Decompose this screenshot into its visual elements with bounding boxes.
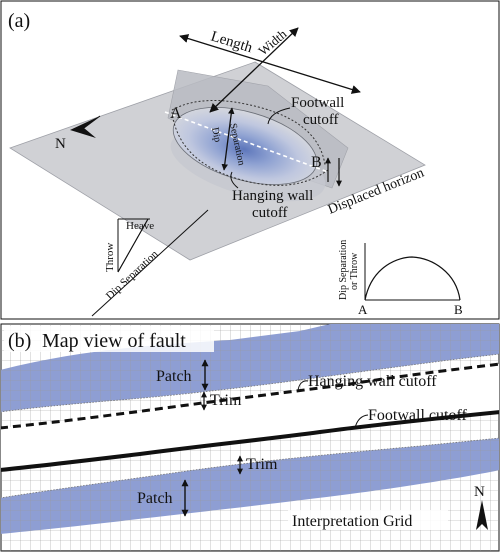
section-line-a-b <box>164 111 329 173</box>
hanging-wall-leader <box>230 171 239 189</box>
panel-b: (b) Map view of fault Patch Trim Hanging… <box>0 323 500 552</box>
north-arrow-3d-icon <box>70 115 101 138</box>
north-label-b: N <box>474 484 485 500</box>
hanging-wall-cutoff-label-1: Hanging wall <box>232 188 313 204</box>
grid-label-background <box>288 510 448 530</box>
width-arrow <box>209 27 299 113</box>
plot-ylabel-2: or Throw <box>349 252 360 290</box>
panel-a-label: (a) <box>8 10 30 32</box>
title-background <box>4 326 214 352</box>
hanging-wall-cutoff-line <box>171 111 329 186</box>
patch-top-label: Patch <box>156 368 192 385</box>
panel-b-title: Map view of fault <box>42 330 186 352</box>
patch-bottom-label: Patch <box>137 490 173 507</box>
profile-curve <box>364 256 461 301</box>
patch-bottom-edge <box>1 437 499 499</box>
hanging-wall-cutoff-line-map <box>1 362 499 430</box>
patch-top-edge <box>1 353 499 413</box>
north-arrow-map-icon <box>476 500 488 530</box>
point-a-label: A <box>170 105 182 122</box>
footwall-cutoff-label-2: cutoff <box>303 112 339 128</box>
separation-profile-plot <box>364 243 461 301</box>
plot-b-label: B <box>454 302 463 317</box>
panel-b-label: (b) <box>8 330 31 352</box>
footwall-label-leader <box>354 414 369 429</box>
trim-bottom-label: Trim <box>246 456 278 473</box>
footwall-cutoff-label-1: Footwall <box>291 95 344 111</box>
fault-gap <box>1 364 499 470</box>
north-label-a: N <box>55 136 66 152</box>
footwall-cutoff-line-map <box>1 410 499 472</box>
dip-label: Dip <box>209 126 223 143</box>
separation-triangle <box>91 209 209 317</box>
throw-label: Throw <box>104 243 116 272</box>
plot-a-label: A <box>358 302 368 317</box>
hanging-wall-label-leader <box>297 380 309 391</box>
plot-ylabel-1: Dip Separation <box>338 240 349 300</box>
hanging-wall-cutoff-label-map: Hanging wall cutoff <box>308 373 437 390</box>
point-b-label: B <box>311 154 322 171</box>
dip-separation-arrow <box>221 107 235 171</box>
footwall-cutoff-label-map: Footwall cutoff <box>368 407 467 424</box>
heave-label: Heave <box>126 220 154 232</box>
hanging-wall-cutoff-label-2: cutoff <box>252 205 288 221</box>
panel-a: (a) Dip Separation Length Width A B Foot… <box>0 0 500 320</box>
footwall-leader <box>267 107 291 125</box>
trim-top-label: Trim <box>210 392 242 409</box>
interpretation-grid-label: Interpretation Grid <box>292 513 412 530</box>
